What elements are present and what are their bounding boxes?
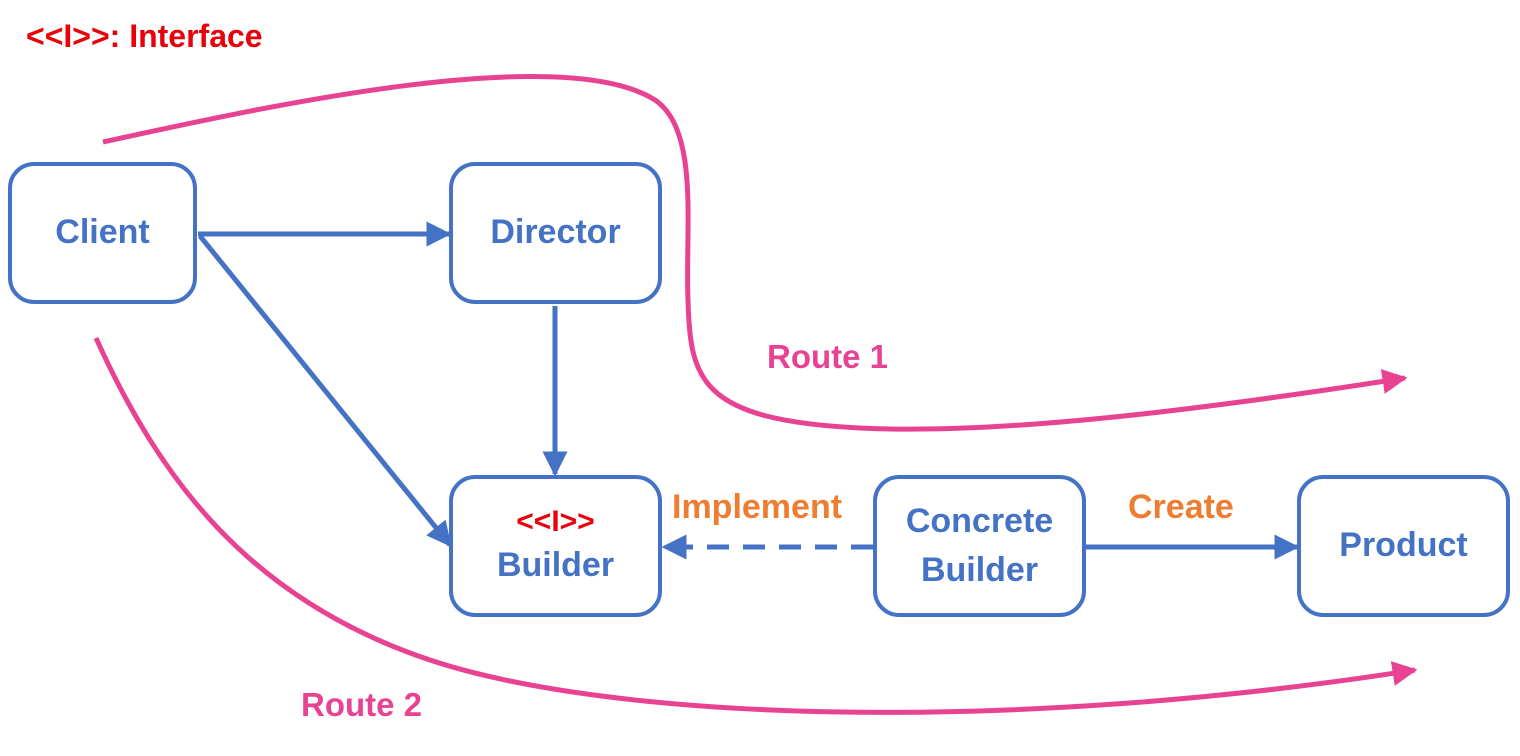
client-node: Client [8, 162, 197, 304]
product-label: Product [1339, 526, 1468, 565]
director-label: Director [490, 213, 621, 252]
implement-label: Implement [672, 488, 843, 526]
builder-label: Builder [496, 545, 615, 584]
client-label: Client [55, 213, 150, 252]
client-to-builder-arrow [198, 234, 452, 547]
route-2-curve [93, 336, 1418, 715]
interface-legend: <<I>>: Interface [26, 18, 263, 54]
create-label: Create [1128, 488, 1234, 526]
director-node: Director [449, 162, 662, 304]
concrete-builder-node: Concrete Builder [873, 475, 1086, 617]
route-1-label: Route 1 [767, 338, 889, 375]
interface-stereotype: <<I>> [516, 504, 595, 538]
product-node: Product [1297, 475, 1510, 617]
builder-node: <<I>> Builder [449, 475, 662, 617]
route-2-label: Route 2 [301, 686, 423, 723]
route-1-curve [102, 73, 1408, 432]
concrete-builder-label-line2: Builder [920, 551, 1039, 589]
concrete-builder-label-line1: Concrete [905, 501, 1054, 540]
